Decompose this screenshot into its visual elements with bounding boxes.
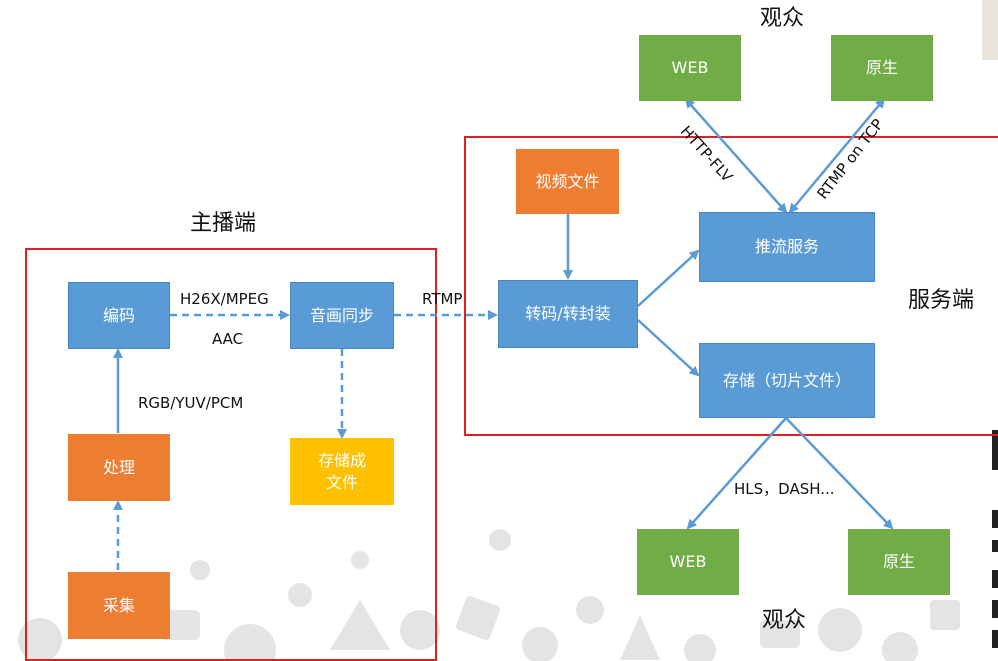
transcode-box: 转码/转封装	[498, 280, 638, 348]
codec-label: H26X/MPEG	[180, 290, 269, 308]
server-title: 服务端	[908, 288, 975, 313]
arrow-transcode-storage	[637, 319, 700, 377]
arrow-native-push	[788, 97, 886, 214]
capture-box: 采集	[68, 572, 170, 639]
push-service-box: 推流服务	[699, 212, 875, 282]
audience-top-title: 观众	[760, 6, 805, 31]
arrow-storage-native	[785, 417, 894, 530]
audio-codec-label: AAC	[212, 330, 244, 348]
rtmp-ingest-label: RTMP	[422, 290, 463, 308]
web-client-top: WEB	[639, 35, 741, 101]
video-file-box: 视频文件	[516, 149, 619, 214]
arrow-web-push	[684, 98, 788, 214]
broadcaster-title: 主播端	[190, 211, 257, 236]
save-file-box: 存储成 文件	[290, 438, 394, 505]
storage-box: 存储（切片文件）	[699, 343, 875, 418]
background-pattern	[18, 529, 960, 661]
process-box: 处理	[68, 434, 170, 501]
av-sync-box: 音画同步	[290, 282, 394, 349]
arrow-storage-web	[686, 417, 787, 530]
audience-bottom-title: 观众	[762, 608, 807, 633]
encode-box: 编码	[68, 282, 170, 349]
right-edge-slide-fragment	[982, 0, 998, 648]
arrow-transcode-push	[637, 249, 700, 307]
hls-dash-label: HLS，DASH...	[734, 480, 835, 498]
native-client-bottom: 原生	[848, 529, 950, 595]
native-client-top: 原生	[831, 35, 933, 101]
broadcaster-frame	[25, 248, 437, 661]
web-client-bottom: WEB	[637, 529, 739, 595]
raw-format-label: RGB/YUV/PCM	[138, 394, 244, 412]
